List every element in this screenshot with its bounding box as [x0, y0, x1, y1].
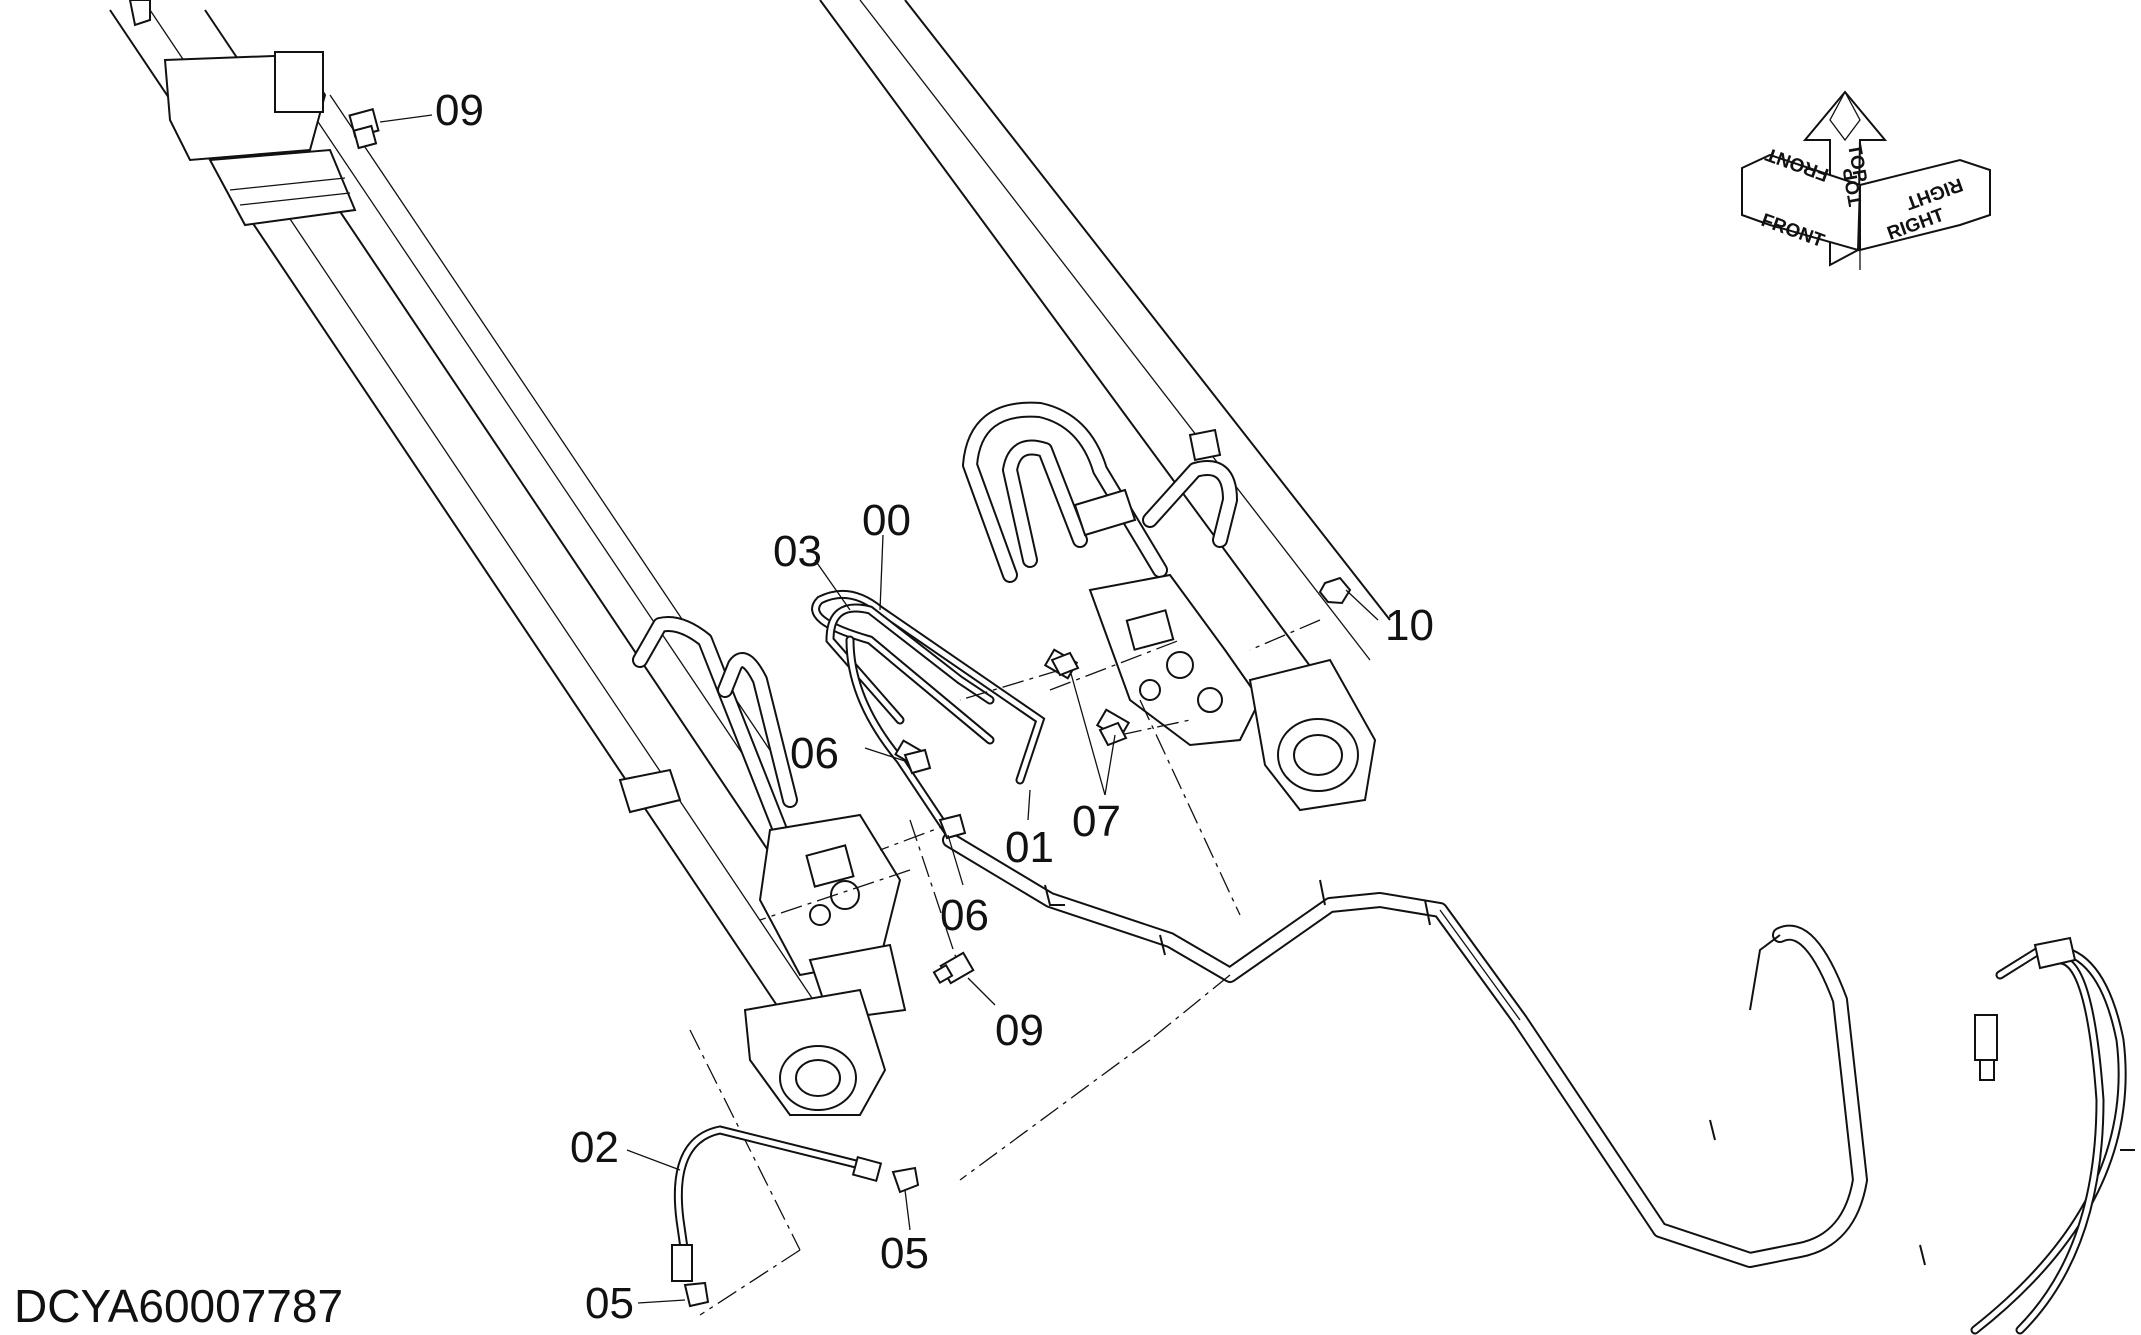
fittings: [348, 108, 1352, 1308]
callout-05-left: 05: [585, 1279, 634, 1328]
callout-06-upper: 06: [790, 729, 839, 778]
fittings-07: [1050, 651, 1128, 747]
callout-06-lower: 06: [940, 891, 989, 940]
hose-02: [671, 1125, 883, 1282]
callout-00: 00: [862, 496, 911, 545]
callout-09-top: 09: [435, 86, 484, 135]
drawing-code: DCYA60007787: [14, 1280, 343, 1332]
callout-05-right: 05: [880, 1229, 929, 1278]
fitting-09-bottom: [932, 951, 975, 985]
callout-leaders: [379, 114, 1379, 1304]
right-lug: [1248, 658, 1377, 812]
left-valve-block: [758, 813, 907, 1022]
right-cylinder: [819, 0, 1391, 701]
hose-assembly: [811, 589, 1131, 855]
callout-01: 01: [1005, 823, 1054, 872]
right-u-tube: [962, 401, 1238, 583]
left-u-tube: [618, 616, 798, 838]
fitting-10: [1318, 576, 1352, 605]
long-pipe: [942, 832, 2135, 1335]
callout-10: 10: [1385, 601, 1434, 650]
left-lug: [743, 988, 887, 1116]
left-cylinder: [109, 0, 876, 1011]
leader-lines: [689, 619, 1321, 1316]
fitting-09-top: [348, 108, 380, 150]
fittings-05: [683, 1166, 920, 1308]
callout-labels: 09 00 03 10 06 01 07 06 09 02 05 05: [435, 86, 1434, 1328]
right-valve-block: [1088, 573, 1262, 747]
fittings-06: [903, 748, 967, 840]
callout-03: 03: [773, 527, 822, 576]
callout-09-bottom: 09: [995, 1006, 1044, 1055]
top-arrow-icon: [1802, 90, 1888, 267]
callout-02: 02: [570, 1123, 619, 1172]
orientation-arrows: FRONT FRONT TOP TOP RIGHT RIGHT: [1741, 90, 1991, 270]
callout-07: 07: [1072, 797, 1121, 846]
